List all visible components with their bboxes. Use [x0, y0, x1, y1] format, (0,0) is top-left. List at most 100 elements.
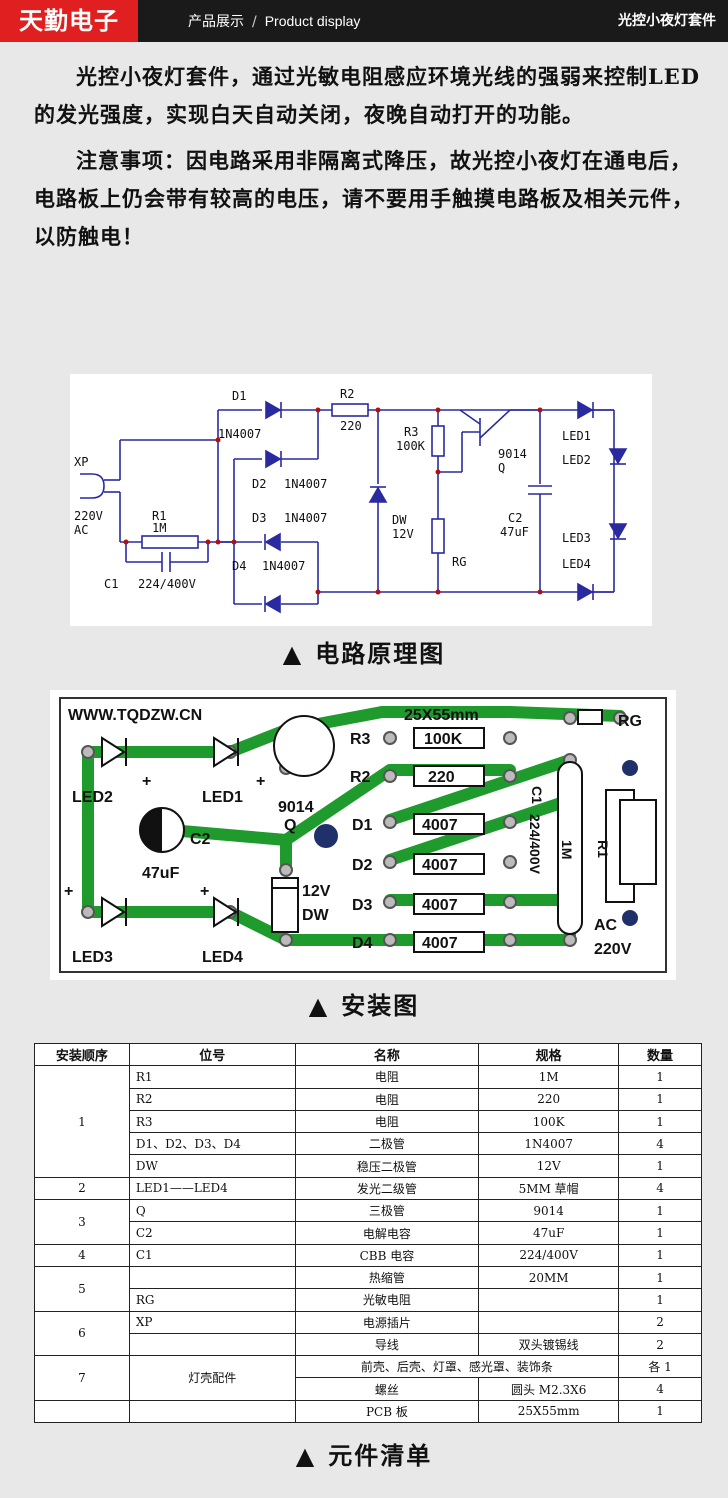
pcb-d3-label: D3 [352, 897, 373, 914]
pcb-plus-led1: + [256, 773, 265, 790]
qty-cell: 4 [618, 1132, 702, 1156]
d3-value: 1N4007 [284, 511, 327, 525]
d1-value: 1N4007 [218, 427, 261, 441]
qty-cell: 1 [618, 1199, 702, 1223]
qty-cell: 1 [618, 1399, 702, 1424]
name-cell: 热缩管 [294, 1265, 480, 1290]
pcb-diagram: WWW.TQDZW.CN 25X55mm R3 100K R2 220 D1 4… [59, 697, 667, 973]
position-cell: Q [128, 1199, 296, 1223]
qty-cell: 各 1 [618, 1355, 702, 1379]
qty-cell: 1 [618, 1065, 702, 1089]
pcb-r2-label: R2 [350, 769, 371, 786]
table-row: 7 灯壳配件 前壳、后壳、灯罩、感光罩、装饰条 各 1 [34, 1355, 702, 1401]
pcb-size: 25X55mm [404, 707, 479, 724]
pcb-q-label: Q [284, 817, 296, 834]
dw-value: 12V [392, 527, 414, 541]
pcb-d1-value: 4007 [422, 817, 458, 834]
table-row: D1、D2、D3、D4 二极管 1N4007 4 [35, 1132, 702, 1156]
qty-cell: 1 [618, 1154, 702, 1178]
table-row: 导线 双头镀锡线 2 [35, 1332, 702, 1357]
qty-cell: 1 [618, 1288, 702, 1312]
order-cell: 7 [34, 1355, 130, 1401]
position-cell [128, 1265, 296, 1290]
spec-cell: 12V [478, 1154, 620, 1178]
position-cell: RG [128, 1288, 296, 1312]
qty-cell: 2 [618, 1332, 702, 1357]
pcb-d4-label: D4 [352, 935, 373, 952]
spec-cell: 1M [478, 1065, 620, 1089]
d4-value: 1N4007 [262, 559, 305, 573]
pcb-d3-value: 4007 [422, 897, 458, 914]
pcb-r3-value: 100K [424, 731, 463, 748]
position-cell: C1 [128, 1243, 296, 1267]
breadcrumb-products-en[interactable]: Product display [264, 13, 361, 29]
table-row: C2 电解电容 47uF 1 [35, 1221, 702, 1245]
ac-label: AC [74, 523, 88, 537]
intro-text: 光控小夜灯套件，通过光敏电阻感应环境光线的强弱来控制LED的发光强度，实现白天自… [34, 58, 704, 264]
order-cell [34, 1399, 130, 1424]
name-cell: 前壳、后壳、灯罩、感光罩、装饰条 [294, 1355, 620, 1379]
breadcrumb: 产品展示/Product display [188, 0, 360, 42]
table-row: PCB 板 25X55mm 1 [34, 1399, 702, 1424]
table-row: 3 Q 三极管 9014 1 [34, 1199, 702, 1245]
table-row: RG 光敏电阻 1 [35, 1288, 702, 1312]
breadcrumb-products[interactable]: 产品展示 [188, 14, 244, 30]
schematic-caption-text: 电路原理图 [315, 640, 446, 668]
qty-cell: 4 [618, 1377, 702, 1401]
triangle-icon: ▲ [295, 1442, 317, 1470]
table-row: 1 R1 电阻 1M 1 [34, 1065, 702, 1178]
pcb-c1-label: C1 [529, 786, 545, 804]
table-row: DW 稳压二极管 12V 1 [35, 1154, 702, 1178]
c2-value: 47uF [500, 525, 529, 539]
pcb-v220-label: 220V [594, 941, 632, 958]
name-cell: 螺丝 [294, 1377, 480, 1401]
brand-logo[interactable]: 天勤电子 [0, 0, 138, 42]
pcb-led3-label: LED3 [72, 949, 113, 966]
position-cell: LED1——LED4 [128, 1176, 296, 1201]
led4-label: LED4 [562, 557, 591, 571]
position-cell: R1 [128, 1065, 296, 1089]
qty-cell: 4 [618, 1176, 702, 1201]
position-cell: DW [128, 1154, 296, 1178]
qty-cell: 1 [618, 1109, 702, 1134]
spec-cell: 47uF [478, 1221, 620, 1245]
schematic-panel: XP 220V AC R1 1M C1 224/400V D1 1N4007 D… [70, 374, 652, 626]
v220-label: 220V [74, 509, 103, 523]
dw-label: DW [392, 513, 407, 527]
spec-cell: 20MM [478, 1265, 620, 1290]
pcb-q-part: 9014 [278, 799, 314, 816]
pcb-led1-label: LED1 [202, 789, 243, 806]
bom-table: 安装顺序 位号 名称 规格 数量 1 R1 电阻 1M 1 R2 电阻 220 … [34, 1042, 702, 1424]
order-cell: 3 [34, 1199, 130, 1245]
spec-cell: 224/400V [478, 1243, 620, 1267]
name-cell: 导线 [294, 1332, 480, 1357]
pcb-caption: ▲安装图 [0, 986, 728, 1021]
pcb-c2-value: 47uF [142, 865, 180, 882]
intro-paragraph: 光控小夜灯套件，通过光敏电阻感应环境光线的强弱来控制LED的发光强度，实现白天自… [34, 64, 700, 127]
name-cell: 光敏电阻 [294, 1288, 480, 1312]
header-position: 位号 [128, 1042, 296, 1067]
name-cell: 二极管 [294, 1132, 480, 1156]
name-cell: 电源插片 [294, 1310, 480, 1334]
header-name: 名称 [294, 1042, 480, 1067]
name-cell: 电阻 [294, 1087, 480, 1111]
pcb-led4-label: LED4 [202, 949, 243, 966]
schematic-diagram: XP 220V AC R1 1M C1 224/400V D1 1N4007 D… [74, 387, 628, 614]
name-cell: 三极管 [294, 1199, 480, 1223]
xp-label: XP [74, 455, 88, 469]
name-cell: 电解电容 [294, 1221, 480, 1245]
qty-cell: 1 [618, 1265, 702, 1290]
triangle-icon: ▲ [282, 640, 304, 668]
pcb-r2-value: 220 [428, 769, 455, 786]
pcb-dw-value: 12V [302, 883, 331, 900]
d4-label: D4 [232, 559, 246, 573]
pcb-plus-led4: + [200, 883, 209, 900]
position-cell: R2 [128, 1087, 296, 1111]
table-row: 4 C1 CBB 电容 224/400V 1 [34, 1243, 702, 1267]
position-cell: D1、D2、D3、D4 [128, 1132, 296, 1156]
header-qty: 数量 [618, 1042, 702, 1067]
order-cell: 4 [34, 1243, 130, 1267]
q-part-label: 9014 [498, 447, 527, 461]
order-cell: 2 [34, 1176, 130, 1201]
header-order: 安装顺序 [34, 1042, 130, 1067]
